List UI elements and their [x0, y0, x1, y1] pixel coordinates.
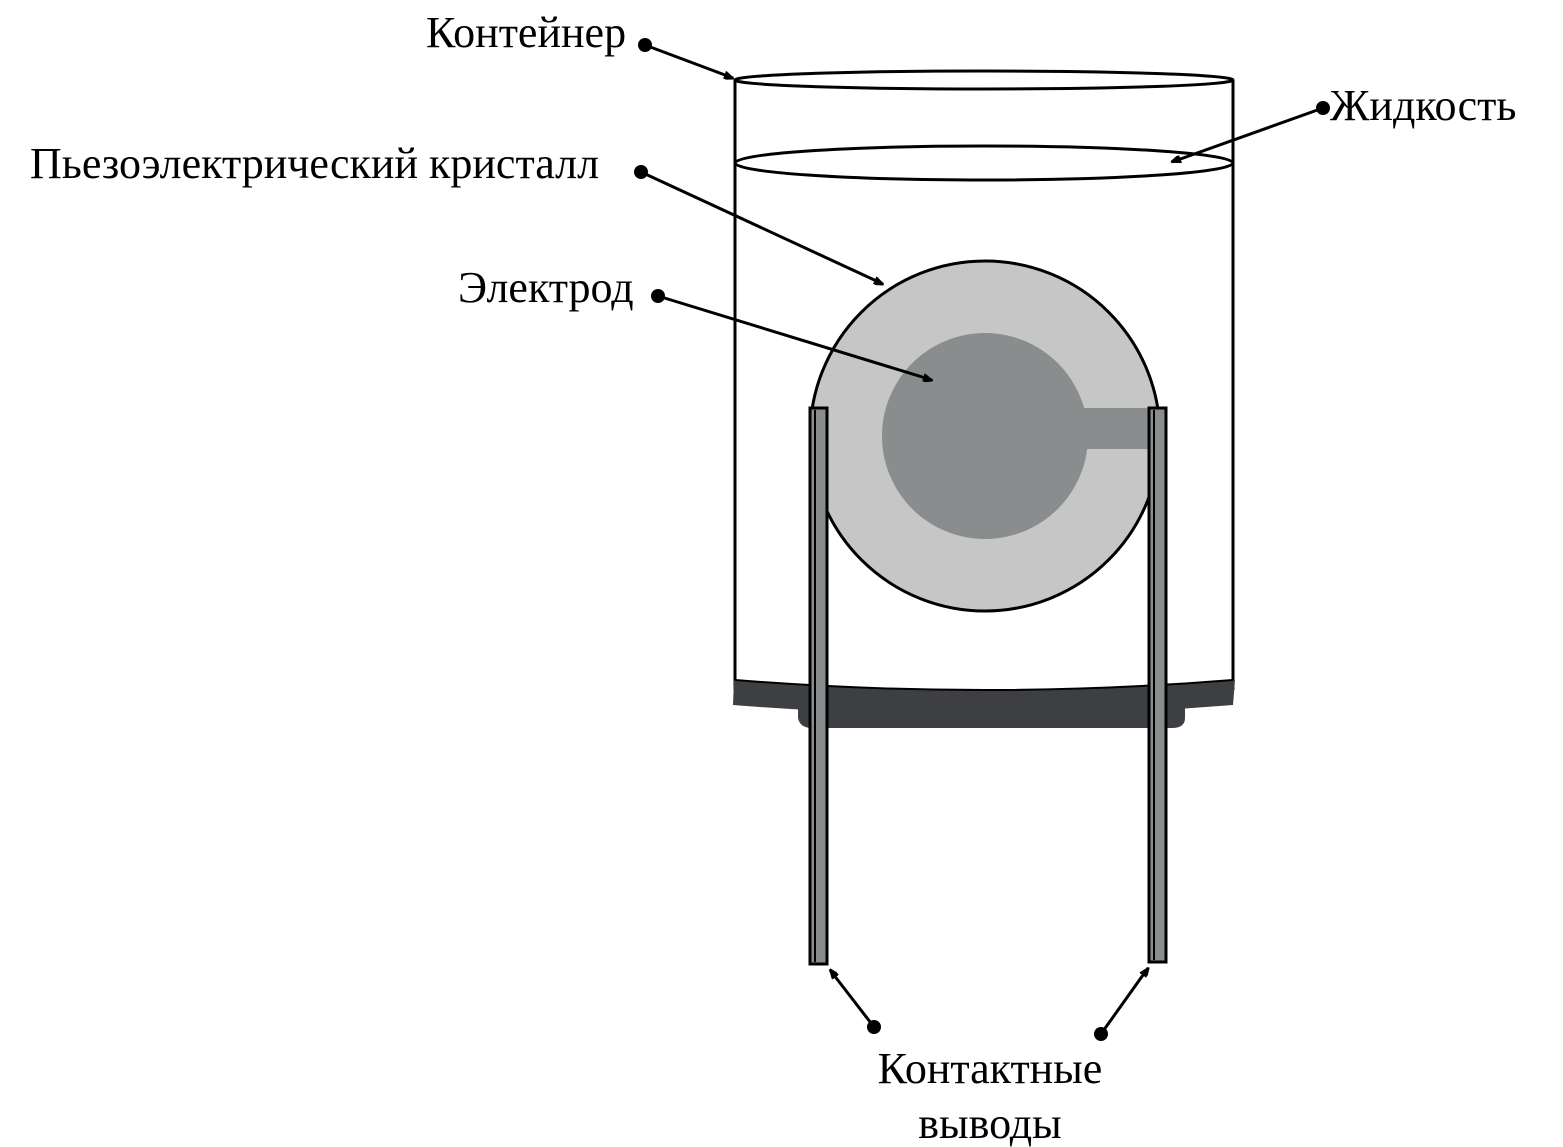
callout-crystal: [634, 165, 883, 284]
callout-container: [638, 38, 733, 78]
label-leads-line2: выводы: [918, 1099, 1062, 1147]
liquid-surface: [733, 144, 1235, 182]
callout-lead-right: [1094, 968, 1148, 1041]
contact-lead-left: [808, 406, 829, 966]
label-leads-line1: Контактные: [878, 1044, 1103, 1093]
label-container: Контейнер: [426, 8, 626, 57]
label-liquid: Жидкость: [1330, 81, 1516, 130]
callout-liquid: [1172, 101, 1330, 162]
electrode: [882, 333, 1155, 539]
container-base: [733, 679, 1235, 728]
callout-electrode: [651, 289, 932, 380]
label-electrode: Электрод: [458, 263, 634, 312]
contact-lead-right: [1147, 406, 1168, 964]
label-crystal: Пьезоэлектрический кристалл: [30, 139, 599, 188]
callout-lead-left: [830, 970, 881, 1034]
container: [733, 69, 1235, 690]
